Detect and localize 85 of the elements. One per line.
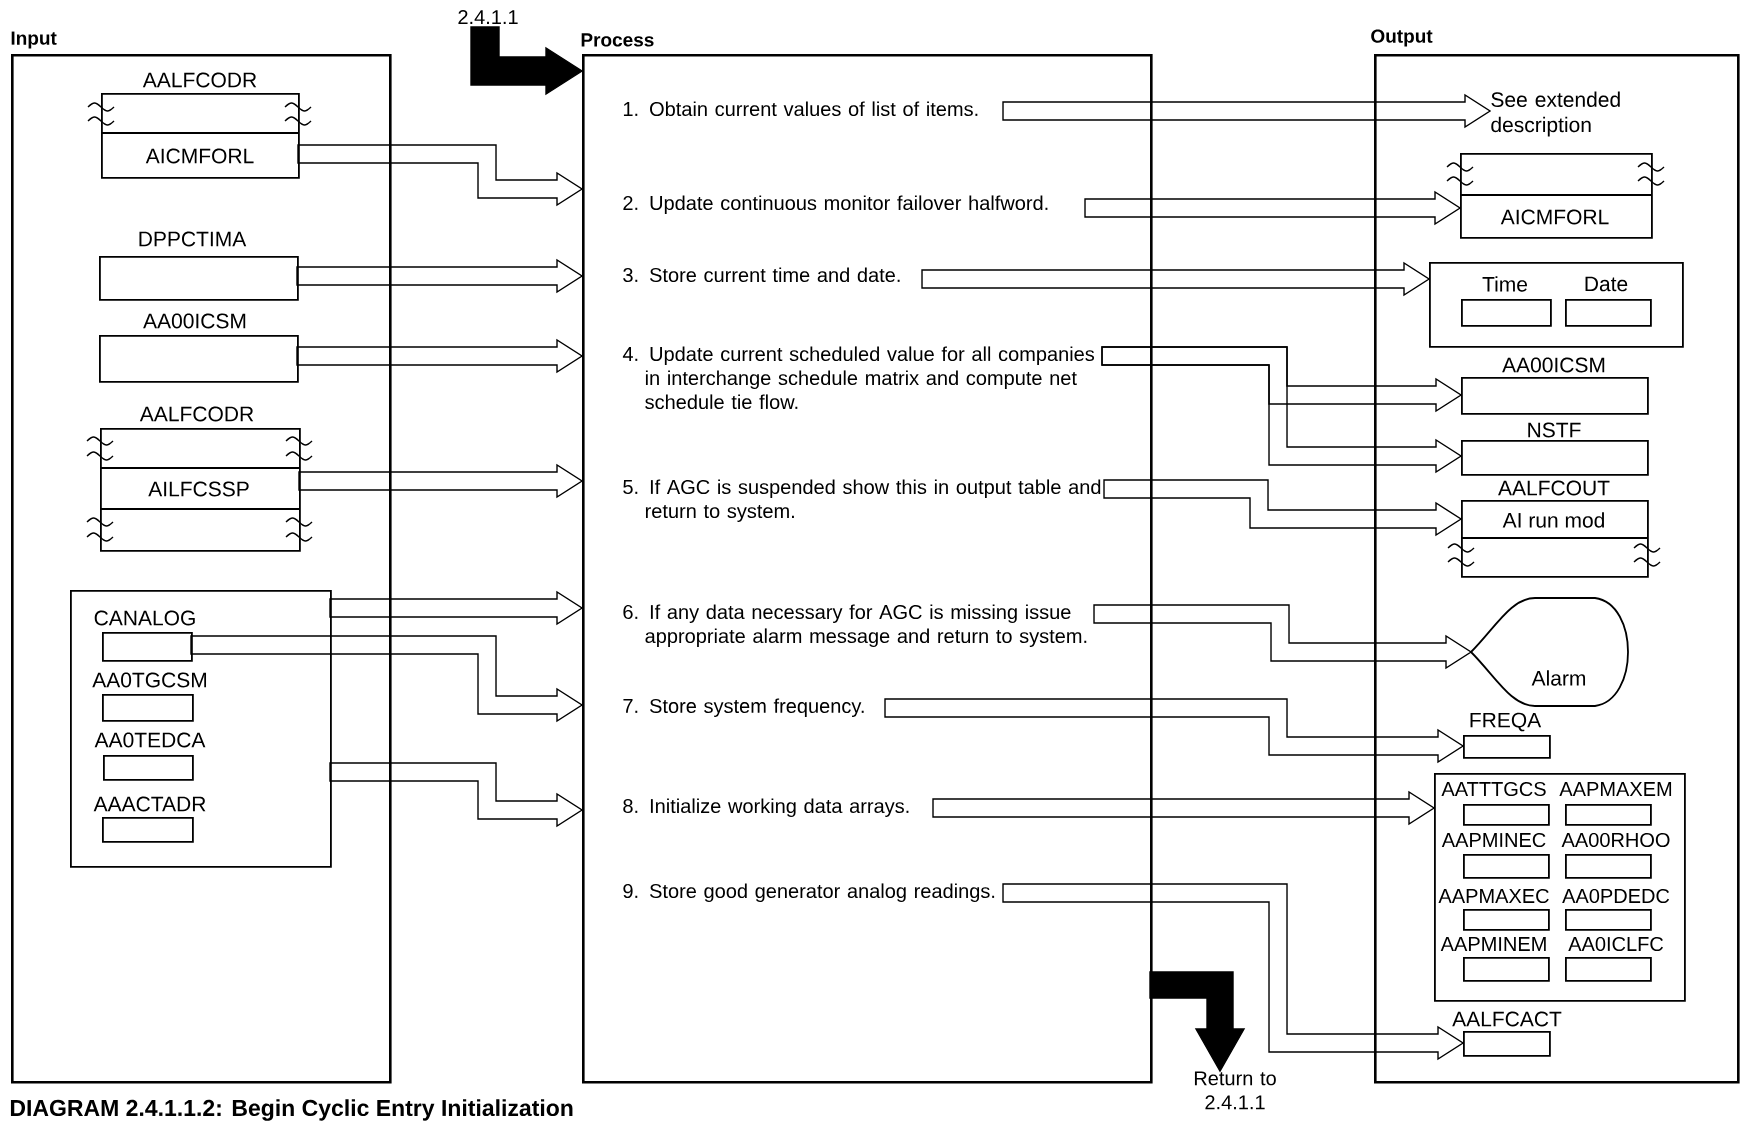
flow-arrow: [298, 463, 584, 499]
flow-arrow: [296, 258, 584, 294]
note-text: See extended description: [1491, 91, 1620, 137]
flow-arrow: [1101, 346, 1463, 474]
node-label: Output: [1371, 29, 1433, 47]
node-label: AAPMINEM: [1440, 937, 1546, 951]
process-step: 6. If any data necessary for AGC is missing issue appropriate alarm message and return to system.: [623, 604, 1087, 648]
node-label: Time: [1482, 276, 1527, 292]
node-label: AAPMINEC: [1441, 832, 1546, 848]
node-label: Date: [1585, 276, 1628, 292]
data-record: AICMFORL: [1446, 153, 1665, 239]
data-record: AAPMINEC: [1441, 832, 1550, 879]
flow-arrow: [1103, 479, 1463, 537]
data-record: Time: [1461, 276, 1552, 327]
process-step: 8. Initialize working data arrays.: [623, 798, 909, 818]
data-record: AA00ICSM: [1461, 357, 1649, 415]
node-label: AALFCOUT: [1498, 480, 1610, 496]
flow-arrow: [329, 762, 584, 828]
data-record: NSTF: [1461, 422, 1649, 476]
node-label: Input: [11, 31, 57, 49]
flow-arrow: [329, 590, 584, 626]
flow-arrow: [884, 698, 1465, 764]
node-label: AAPMAXEC: [1438, 888, 1549, 904]
process-step: 5. If AGC is suspended show this in output table and return to system.: [623, 479, 1101, 523]
process-step: 7. Store system frequency.: [623, 698, 864, 717]
control-arrow: [470, 26, 584, 96]
flow-arrow: [1002, 93, 1492, 129]
node-label: AAACTADR: [93, 796, 206, 812]
group-box: [1434, 773, 1686, 1002]
node-label: AA0TGCSM: [92, 672, 207, 688]
node-label: AA0ICLFC: [1568, 936, 1664, 952]
node-label: AA0PDEDC: [1562, 888, 1670, 904]
data-record: Date: [1565, 276, 1652, 327]
data-record: AA0TGCSM: [92, 672, 206, 722]
flow-arrow: [296, 338, 584, 374]
process-step: 1. Obtain current values of list of items.: [623, 101, 978, 117]
process-step: 3. Store current time and date.: [623, 267, 900, 283]
data-record: AAACTADR: [93, 796, 206, 843]
node-label: AA00ICSM: [1502, 357, 1605, 373]
data-record: AAPMAXEM: [1559, 782, 1672, 826]
node-label: AALFCACT: [1452, 1011, 1562, 1027]
data-record: AA00ICSM: [99, 313, 299, 383]
data-record: AAPMINEM: [1440, 937, 1550, 982]
reference-label: 2.4.1.1: [458, 10, 518, 24]
data-record: AALFCACT: [1452, 1011, 1562, 1057]
node-label: NSTF: [1528, 422, 1581, 438]
node-label: AA00ICSM: [143, 313, 246, 329]
flow-arrow: [921, 261, 1431, 297]
caption: DIAGRAM 2.4.1.1.2: Begin Cyclic Entry Initialization: [10, 1099, 573, 1121]
display-symbol: Alarm: [1470, 597, 1629, 707]
node-label: AATTTGCS: [1441, 781, 1546, 797]
node-label: AA00RHOO: [1561, 832, 1670, 848]
reference-label: Return to 2.4.1.1: [1194, 1071, 1276, 1110]
data-record: AA0PDEDC: [1562, 888, 1670, 931]
process-step: 4. Update current scheduled value for all companies in interchange schedule matrix and compute net schedule tie flow.: [622, 346, 1095, 410]
flow-arrow: [1084, 190, 1462, 226]
data-record: AA0TEDCA: [94, 732, 206, 781]
data-record: AATTTGCS: [1441, 781, 1550, 826]
flow-arrow: [1002, 883, 1465, 1061]
node-label: DPPCTIMA: [139, 231, 247, 247]
group-box: [1429, 262, 1684, 348]
data-record: FREQA: [1463, 712, 1551, 759]
data-record: AALFCODR AILFCSSP: [86, 406, 313, 552]
node-label: FREQA: [1470, 712, 1542, 732]
data-record: DPPCTIMA: [99, 231, 299, 301]
control-arrow: [1149, 971, 1246, 1073]
process-step: 2. Update continuous monitor failover halfword.: [623, 195, 1048, 215]
data-record: AA00RHOO: [1561, 832, 1670, 879]
data-record: AALFCODR AICMFORL: [87, 72, 312, 179]
data-record: AA0ICLFC: [1565, 936, 1664, 982]
flow-arrow: [190, 635, 584, 723]
data-record: AAPMAXEC: [1438, 888, 1550, 931]
flow-arrow: [1093, 604, 1473, 670]
group-box: [70, 590, 332, 868]
node-label: Process: [581, 33, 654, 47]
node-label: AA0TEDCA: [94, 732, 206, 748]
data-record: AALFCOUT AI run mod: [1447, 480, 1661, 578]
flow-arrow: [297, 144, 584, 207]
node-label: AAPMAXEM: [1559, 782, 1672, 796]
node-label: AALFCODR: [142, 72, 257, 88]
flow-arrow: [932, 790, 1436, 826]
process-step: 9. Store good generator analog readings.: [623, 883, 995, 903]
node-label: AALFCODR: [139, 406, 254, 422]
node-label: CANALOG: [94, 610, 195, 626]
data-record: CANALOG: [94, 610, 195, 662]
